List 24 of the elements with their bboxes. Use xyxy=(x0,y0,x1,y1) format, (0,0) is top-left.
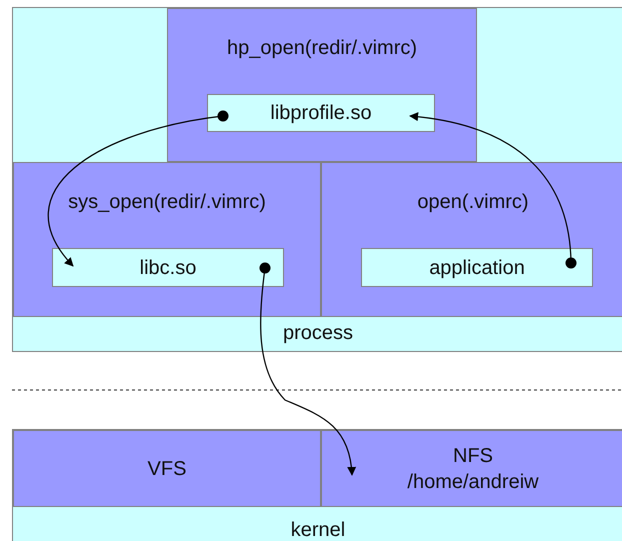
arrow xyxy=(260,262,356,476)
layer-box xyxy=(13,162,321,317)
layer-label: /home/andreiw xyxy=(407,470,539,494)
layer-box xyxy=(321,162,622,317)
region-box xyxy=(12,429,622,541)
call-label: sys_open(redir/.vimrc) xyxy=(67,190,267,215)
layer-label: VFS xyxy=(148,456,186,482)
layer-box xyxy=(167,8,477,162)
region-label: kernel xyxy=(290,518,346,541)
library-box xyxy=(52,248,284,287)
region-box xyxy=(12,7,622,352)
arrow xyxy=(409,112,576,268)
layer-label: NFS xyxy=(453,444,493,468)
library-label: application xyxy=(429,256,525,280)
library-box xyxy=(207,94,435,132)
layer-box xyxy=(321,430,622,507)
call-label: open(.vimrc) xyxy=(416,190,530,215)
call-label: hp_open(redir/.vimrc) xyxy=(226,36,418,61)
library-box xyxy=(361,248,593,287)
library-label: libc.so xyxy=(140,256,196,280)
region-label: process xyxy=(282,321,354,346)
arrow xyxy=(48,110,228,267)
library-label: libprofile.so xyxy=(270,101,372,126)
layer-box xyxy=(13,430,321,507)
